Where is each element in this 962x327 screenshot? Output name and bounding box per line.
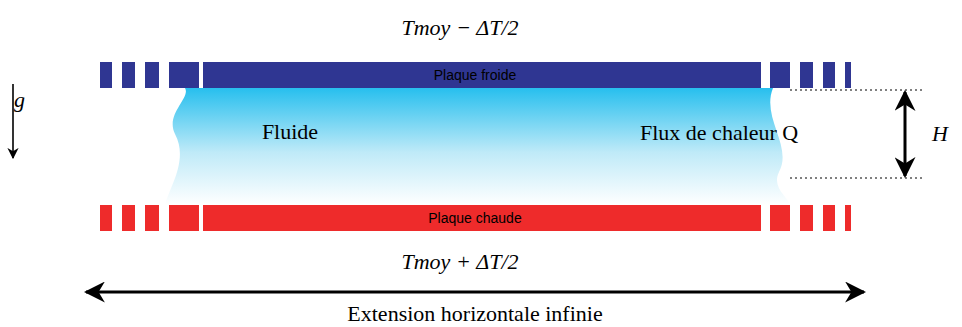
dimension-line <box>790 90 925 91</box>
fluid-shape <box>165 88 790 205</box>
dimension-line <box>790 178 925 179</box>
dimension-label: H <box>932 122 948 146</box>
temperature-label: Tmoy − ΔT/2 <box>402 16 519 40</box>
temperature-label: Tmoy + ΔT/2 <box>402 250 519 274</box>
gravity-label: g⃗ <box>14 88 42 112</box>
plate-dashes <box>100 205 851 231</box>
gravity-arrow <box>12 84 14 158</box>
heat-flux-label: Flux de chaleur Q <box>640 121 798 145</box>
extension-arrow <box>86 291 864 294</box>
fluid-region: Fluide <box>165 88 790 205</box>
dimension-arrow <box>904 92 907 176</box>
cold-plate: Plaque froide <box>217 62 733 88</box>
plate-dashes <box>100 62 851 88</box>
extension-label: Extension horizontale infinie <box>347 302 602 326</box>
fluid-fill <box>165 88 790 205</box>
hot-plate: Plaque chaude <box>217 205 733 231</box>
plate-label: Plaque froide <box>434 67 517 83</box>
fluid-label: Fluide <box>262 119 318 145</box>
plate-label: Plaque chaude <box>428 210 521 226</box>
